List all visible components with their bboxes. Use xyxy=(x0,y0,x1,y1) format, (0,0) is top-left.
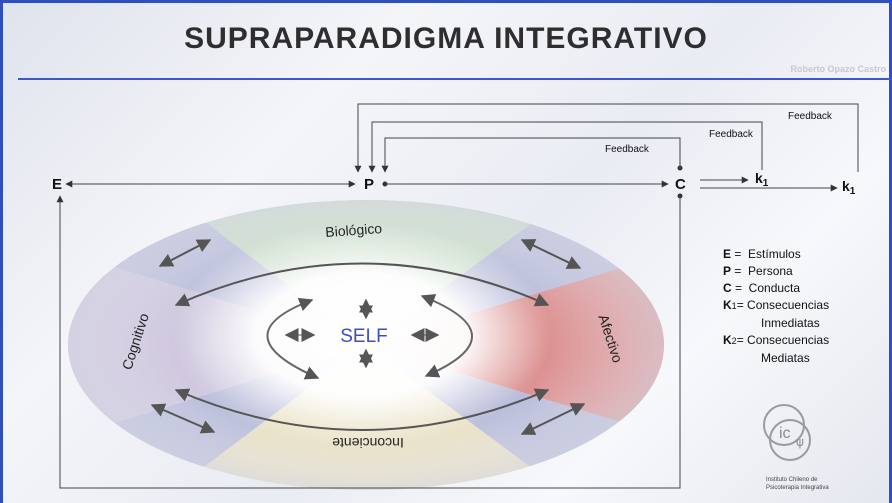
node-c: C xyxy=(675,176,686,193)
node-k1-far: k1 xyxy=(842,178,856,197)
loop-c-to-e xyxy=(56,195,681,489)
wheel-label-bottom: Inconciente xyxy=(332,435,404,451)
slide-top-border xyxy=(0,0,892,3)
legend-key: E xyxy=(723,247,732,261)
diag-arrow-top-right xyxy=(520,239,582,269)
legend-row: P = Persona xyxy=(723,263,829,280)
legend-text: = Consecuencias xyxy=(736,298,830,312)
slide-left-border xyxy=(0,0,3,503)
wheel-label-top: Biológico xyxy=(325,220,383,240)
legend-key: P xyxy=(723,264,732,278)
node-k1-near: k1 xyxy=(755,170,769,189)
feedback-loop-outer xyxy=(354,103,859,173)
legend-text: = Conducta xyxy=(731,281,801,295)
psi-icon: ψ xyxy=(796,435,804,449)
self-arc-right xyxy=(420,294,473,378)
self-label: SELF xyxy=(340,326,388,347)
legend-row-continuation: Mediatas xyxy=(761,351,810,365)
logo-mark: ic xyxy=(779,425,791,442)
ring-arc-bottom xyxy=(174,388,550,431)
feedback-loop-inner xyxy=(381,137,681,173)
logo-inner-ring xyxy=(769,419,811,461)
node-k1-far-letter: k xyxy=(842,178,850,194)
node-k1-near-letter: k xyxy=(755,170,763,186)
node-e: E xyxy=(52,176,62,193)
feedback-label-outer: Feedback xyxy=(788,111,833,122)
ring-arc-top xyxy=(174,262,550,307)
slide-title: SUPRAPARADIGMA INTEGRATIVO xyxy=(184,22,708,55)
logo-caption-line1: Instituto Chileno de xyxy=(766,477,818,483)
diag-arrow-bottom-right xyxy=(520,403,586,435)
legend-key: K xyxy=(723,333,732,347)
diag-arrow-bottom-left xyxy=(150,403,216,434)
legend-key: K xyxy=(723,298,732,312)
logo-caption-line2: Psicoterapia Integrativa xyxy=(766,485,829,491)
diag-arrow-top-left xyxy=(158,239,212,267)
feedback-label-middle: Feedback xyxy=(709,129,754,140)
legend-row: E = Estímulos xyxy=(723,246,829,263)
legend-row: C = Conducta xyxy=(723,280,829,297)
institute-logo: ic ψ xyxy=(763,404,811,461)
author-credit: Roberto Opazo Castro xyxy=(790,64,886,74)
node-p: P xyxy=(364,176,374,193)
legend-key: C xyxy=(723,281,732,295)
legend-text: = Estímulos xyxy=(731,247,801,261)
node-k1-far-sub: 1 xyxy=(850,186,856,197)
node-k1-near-sub: 1 xyxy=(763,178,769,189)
legend-row-continuation: Inmediatas xyxy=(761,316,820,330)
legend-text: = Consecuencias xyxy=(736,333,830,347)
legend-row: K1= Consecuencias xyxy=(723,297,829,315)
legend-key-sub: 2 xyxy=(731,336,737,346)
slide-right-border xyxy=(889,0,892,503)
feedback-loop-middle xyxy=(368,121,763,173)
logo-caption: Instituto Chileno de Psicoterapia Integr… xyxy=(766,476,829,492)
legend-text: = Persona xyxy=(731,264,793,278)
wheel xyxy=(68,200,664,490)
header-divider xyxy=(18,78,892,80)
self-arc-left xyxy=(266,297,320,380)
legend-row: K2= Consecuencias xyxy=(723,332,829,350)
legend-key-sub: 1 xyxy=(731,301,737,311)
feedback-label-inner: Feedback xyxy=(605,144,650,155)
